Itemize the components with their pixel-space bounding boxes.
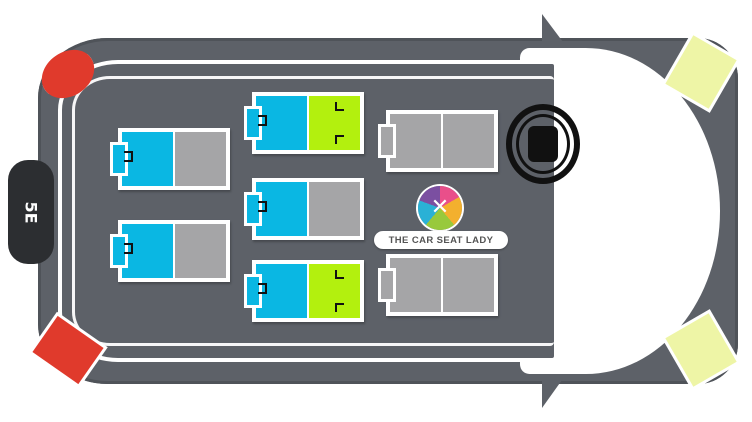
latch-icon	[258, 115, 267, 126]
car-seat-lady-logo-icon	[418, 186, 462, 230]
headrest	[110, 142, 128, 176]
latch-icon	[335, 102, 344, 111]
second-row-seat-right[interactable]	[244, 260, 364, 322]
latch-icon	[124, 243, 133, 254]
steering-wheel-hub	[528, 126, 558, 162]
third-row-seat-right[interactable]	[110, 220, 230, 282]
headrest	[110, 234, 128, 268]
latch-icon	[258, 201, 267, 212]
steering-wheel-ring	[516, 114, 570, 174]
third-row-seat-left[interactable]	[110, 128, 230, 190]
headrest	[378, 124, 396, 158]
headrest	[244, 274, 262, 308]
headrest	[244, 192, 262, 226]
logo-badge: THE CAR SEAT LADY	[374, 231, 508, 249]
license-plate: 5E	[8, 160, 54, 264]
plate-label: 5E	[21, 200, 41, 224]
latch-icon	[335, 135, 344, 144]
second-row-seat-middle[interactable]	[244, 178, 364, 240]
headrest	[244, 106, 262, 140]
front-seat-passenger[interactable]	[378, 254, 498, 316]
logo-figure-icon: ✕	[430, 195, 450, 220]
latch-icon	[335, 303, 344, 312]
latch-icon	[335, 270, 344, 279]
latch-icon	[258, 283, 267, 294]
latch-icon	[124, 151, 133, 162]
front-seat-driver[interactable]	[378, 110, 498, 172]
second-row-seat-left[interactable]	[244, 92, 364, 154]
headrest	[378, 268, 396, 302]
logo-text: THE CAR SEAT LADY	[388, 234, 494, 246]
cabin-inner-line	[72, 76, 554, 346]
steering-wheel-icon	[506, 104, 580, 184]
